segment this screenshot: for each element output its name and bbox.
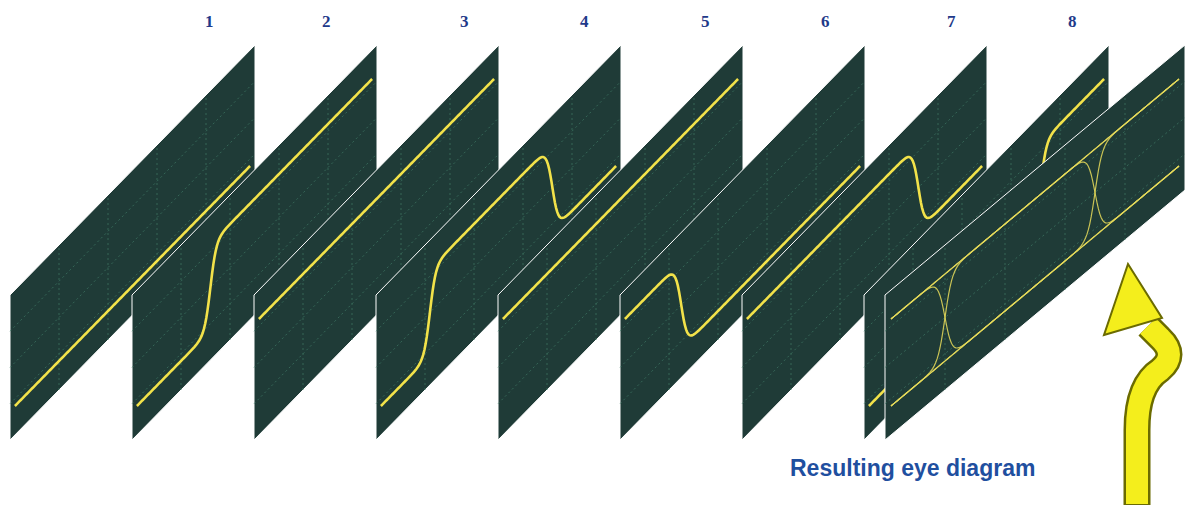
grid-line [938,95,939,240]
panel-number: 7 [947,12,956,32]
grid-line [694,95,695,240]
grid-line [401,145,402,290]
grid-line [1125,95,1126,240]
panel-number: 1 [205,12,214,32]
panel-number: 2 [322,12,331,32]
grid-line [767,145,768,290]
grid-line [1065,145,1066,290]
grid-line [425,245,426,390]
panel-number: 4 [580,12,589,32]
grid-line [547,245,548,390]
arrow-body [1137,326,1169,504]
grid-line [816,95,817,240]
grid-line [352,195,353,340]
grid-line [328,95,329,240]
grid-line [669,245,670,390]
grid-line [885,118,1185,368]
grid-line [523,145,524,290]
panel-number: 8 [1068,12,1077,32]
grid-line [885,154,1185,404]
eye-trace [891,79,1179,406]
arrow-body-outline [1137,326,1169,505]
grid-line [645,145,646,290]
grid-line [1005,195,1006,340]
caption-label: Resulting eye diagram [790,455,1035,482]
grid-line [572,95,573,240]
eye-trace [891,79,1179,406]
eye-trace [891,166,1179,348]
grid-line [596,195,597,340]
grid-line [279,145,280,290]
arrow-head [1104,264,1162,335]
grid-line [181,245,182,390]
grid-line [840,195,841,340]
grid-line [303,245,304,390]
grid-line [206,95,207,240]
grid-line [791,245,792,390]
grid-line [474,195,475,340]
grid-line [450,95,451,240]
grid-line [108,195,109,340]
panel-number: 6 [821,12,830,32]
grid-line [230,195,231,340]
panel-number: 5 [701,12,710,32]
grid-line [889,145,890,290]
grid-line [59,245,60,390]
panel-number: 3 [460,12,469,32]
curved-arrow [1104,264,1169,505]
grid-line [157,145,158,290]
grid-line [718,195,719,340]
scope-panels [10,45,1185,440]
